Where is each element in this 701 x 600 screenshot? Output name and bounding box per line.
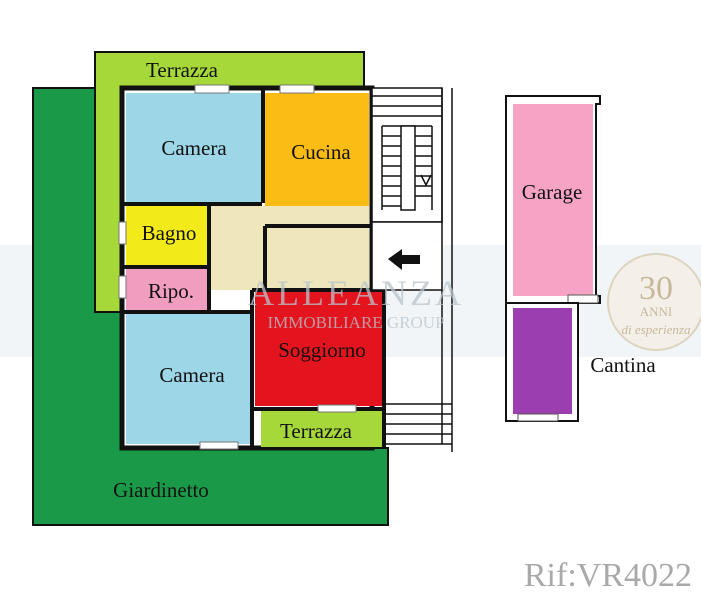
steps-bottom xyxy=(386,290,452,445)
room-bagno xyxy=(126,206,208,266)
label-ripostiglio: Ripo. xyxy=(148,279,194,303)
label-camera-bottom: Camera xyxy=(159,363,225,387)
label-bagno: Bagno xyxy=(142,221,197,245)
room-cucina xyxy=(265,93,369,225)
seal-number: 30 xyxy=(639,270,673,307)
entrance-arrow-icon xyxy=(388,249,420,270)
terrace-bottom xyxy=(261,411,382,447)
label-cantina: Cantina xyxy=(590,353,656,377)
room-camera-bottom xyxy=(126,314,252,444)
cantina-door xyxy=(517,413,559,422)
staircase xyxy=(371,87,453,452)
windows xyxy=(118,84,357,450)
watermark-sub: IMMOBILIARE GROUP xyxy=(267,313,444,332)
room-ripostiglio xyxy=(126,269,208,311)
reference-code: Rif:VR4022 xyxy=(524,557,692,594)
seal-tagline: di esperienza xyxy=(622,322,691,337)
label-camera-top: Camera xyxy=(161,136,227,160)
garage-door xyxy=(567,294,599,304)
label-giardinetto: Giardinetto xyxy=(113,478,209,502)
room-camera-top xyxy=(126,93,262,203)
anniversary-seal-logo: 30 ANNI di esperienza xyxy=(607,253,701,351)
watermark-brand: ALLEANZA xyxy=(248,273,464,313)
label-terrazza-top: Terrazza xyxy=(146,58,219,82)
label-garage: Garage xyxy=(522,180,583,204)
label-cucina: Cucina xyxy=(291,140,351,164)
room-soggiorno xyxy=(255,292,383,406)
room-corridoio xyxy=(211,206,369,290)
room-cantina xyxy=(513,308,572,414)
seal-word: ANNI xyxy=(640,304,673,319)
room-garage xyxy=(513,104,593,296)
label-soggiorno: Soggiorno xyxy=(278,338,366,362)
label-terrazza-bottom: Terrazza xyxy=(280,419,353,443)
